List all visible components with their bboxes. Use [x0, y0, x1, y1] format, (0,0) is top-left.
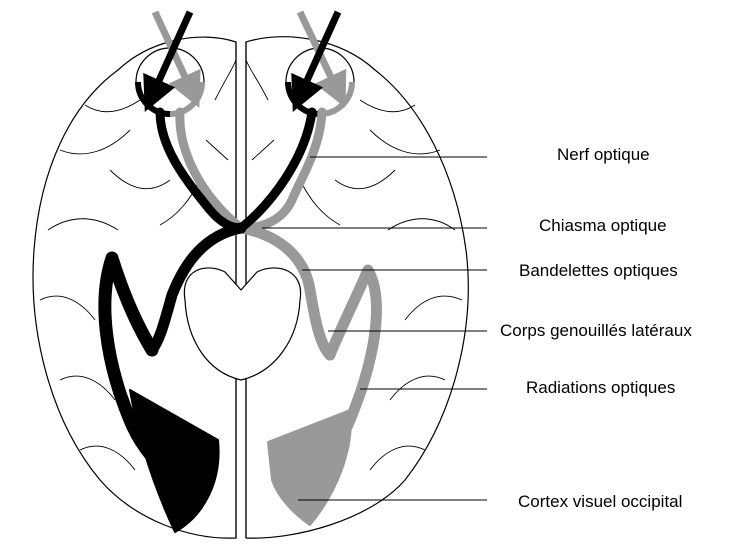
- label-cortex-visuel-occipital: Cortex visuel occipital: [518, 492, 682, 512]
- label-bandelettes-optiques: Bandelettes optiques: [519, 261, 678, 281]
- label-chiasma-optique: Chiasma optique: [539, 216, 667, 236]
- label-nerf-optique: Nerf optique: [557, 145, 650, 165]
- label-corps-genouilles-lateraux: Corps genouillés latéraux: [500, 321, 692, 341]
- label-radiations-optiques: Radiations optiques: [526, 378, 675, 398]
